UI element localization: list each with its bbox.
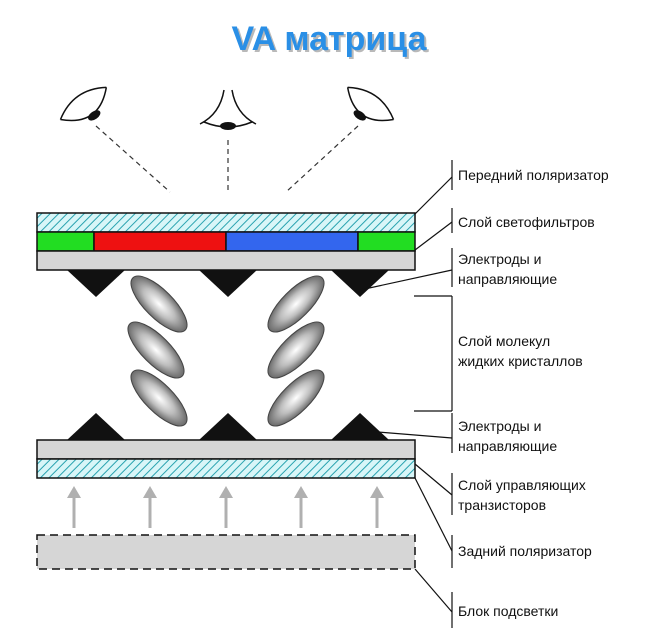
transistor-layer xyxy=(36,458,416,479)
liquid-crystal-layer xyxy=(127,275,325,427)
sight-line-right xyxy=(285,125,359,193)
bottom-electrode-2 xyxy=(199,413,257,440)
page-title: VA матрица xyxy=(231,20,427,58)
label-brackets xyxy=(414,160,453,628)
label-backlight: Блок подсветки xyxy=(458,603,558,619)
label-electrodes-top-line2: направляющие xyxy=(458,271,557,287)
filter-blue xyxy=(225,231,359,252)
backlight-unit xyxy=(36,534,416,570)
label-liquid-crystals-line1: Слой молекул xyxy=(458,333,550,349)
eye-right-icon xyxy=(346,86,395,122)
top-substrate xyxy=(36,250,416,271)
sight-line-left xyxy=(95,125,171,193)
label-color-filters: Слой светофильтров xyxy=(458,214,595,230)
up-arrow-head-icon xyxy=(219,486,233,498)
top-electrode-3 xyxy=(331,270,389,297)
label-transistors-line2: транзисторов xyxy=(458,497,546,513)
label-electrodes-top-line1: Электроды и xyxy=(458,251,541,267)
label-transistors-line1: Слой управляющих xyxy=(458,477,586,493)
label-rear-polarizer: Задний поляризатор xyxy=(458,543,592,559)
label-liquid-crystals-line2: жидких кристаллов xyxy=(458,353,583,369)
lc-molecule xyxy=(127,321,185,379)
eye-left-icon xyxy=(59,86,108,122)
color-filter-layer xyxy=(36,231,416,252)
up-arrow-head-icon xyxy=(67,486,81,498)
top-electrode-2 xyxy=(199,270,257,297)
filter-green-right xyxy=(357,231,416,252)
up-arrow-head-icon xyxy=(143,486,157,498)
filter-red xyxy=(93,231,227,252)
title-shadow: VA матрица xyxy=(233,22,429,60)
label-electrodes-bottom-line2: направляющие xyxy=(458,438,557,454)
lc-molecule xyxy=(267,275,325,333)
bottom-substrate xyxy=(36,439,416,460)
filter-green-left xyxy=(36,231,95,252)
eye-center-icon xyxy=(199,89,257,130)
label-electrodes-bottom-line1: Электроды и xyxy=(458,418,541,434)
up-arrow-head-icon xyxy=(294,486,308,498)
up-arrow-head-icon xyxy=(370,486,384,498)
lc-molecule xyxy=(130,369,188,427)
label-front-polarizer: Передний поляризатор xyxy=(458,167,609,183)
lc-molecule xyxy=(130,275,188,333)
lc-molecule xyxy=(267,321,325,379)
front-polarizer xyxy=(36,212,416,233)
top-electrode-1 xyxy=(67,270,125,297)
bottom-electrode-1 xyxy=(67,413,125,440)
leader-lines xyxy=(359,176,453,613)
light-arrows xyxy=(67,486,384,528)
lc-molecule xyxy=(267,369,325,427)
bottom-electrode-3 xyxy=(331,413,389,440)
